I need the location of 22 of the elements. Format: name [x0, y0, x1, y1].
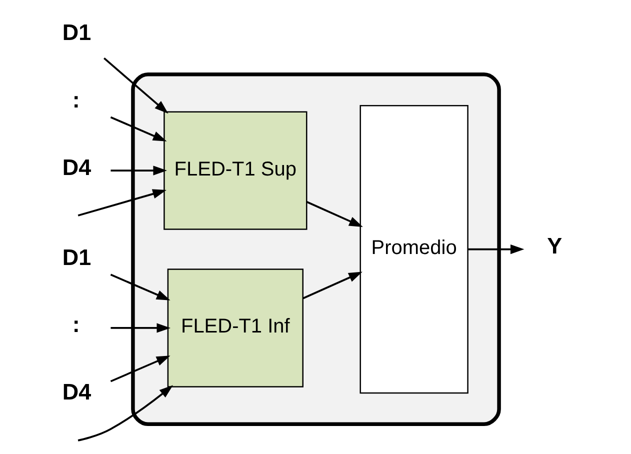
node-text: : [72, 312, 80, 338]
node-box: Promedio [359, 104, 468, 394]
node-text: D4 [62, 154, 91, 180]
arrow [110, 356, 170, 382]
node-text: D1 [62, 244, 91, 270]
arrow [306, 201, 362, 227]
node-text: D1 [62, 20, 91, 45]
arrow [110, 116, 166, 142]
arrow [110, 274, 170, 300]
node-text: : [72, 87, 80, 112]
arrow [77, 189, 166, 216]
arrow [110, 166, 166, 176]
arrow [110, 323, 170, 333]
arrow [77, 385, 173, 442]
arrow [103, 58, 168, 114]
arrow [302, 272, 362, 300]
cluster [130, 72, 500, 426]
node-text: D4 [62, 380, 91, 405]
node-box: FLED-T1 Inf [166, 268, 303, 388]
node-box: FLED-T1 Sup [163, 111, 307, 230]
arrow [468, 244, 524, 254]
node-text: Y [546, 234, 562, 259]
